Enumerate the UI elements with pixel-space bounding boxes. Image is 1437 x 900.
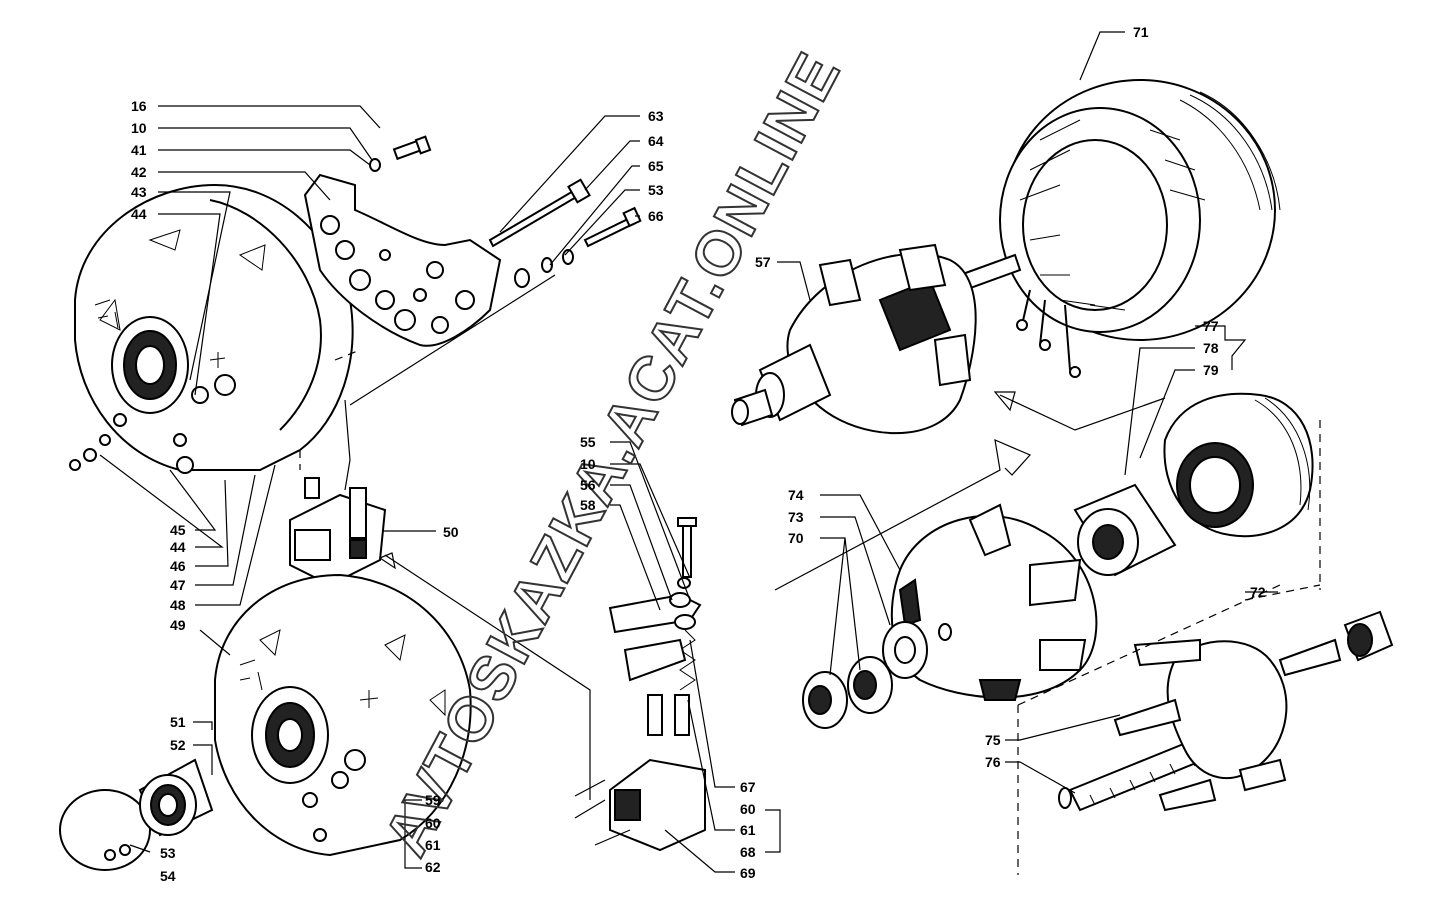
callout-52: 52 [170,737,186,753]
callout-76: 76 [985,754,1001,770]
callout-67: 67 [740,779,756,795]
callout-69: 69 [740,865,756,881]
callout-45: 45 [170,522,186,538]
callout-75: 75 [985,732,1001,748]
callout-63: 63 [648,108,664,124]
slip-ring-end-housing [214,573,472,857]
callout-16: 16 [131,98,147,114]
leader-lines [99,31,1278,873]
callout-46: 46 [170,558,186,574]
callout-10: 10 [131,120,147,136]
watermark-text: AVTOSKAZKA.ACAT.ONLINE [371,41,854,866]
callout-49: 49 [170,617,186,633]
housing-screws [69,434,111,471]
callout-56: 56 [580,477,596,493]
rotor-shaft-assembly [1058,610,1394,812]
callout-58: 58 [580,497,596,513]
callout-65: 65 [648,158,664,174]
callout-61b: 61 [425,837,441,853]
callout-72: 72 [1250,584,1266,600]
drive-end-housing [74,183,354,474]
spacer-sleeve [1073,483,1177,577]
voltage-regulator [289,477,387,587]
callout-59: 59 [425,792,441,808]
pulley [1163,392,1314,538]
spacer-rings [802,621,928,729]
construction-lines [299,349,1321,875]
callout-54: 54 [160,868,176,884]
callout-79: 79 [1203,362,1219,378]
rotor [731,243,1022,435]
callout-61: 61 [740,822,756,838]
through-bolts [488,178,642,288]
callout-60b: 60 [425,815,441,831]
callout-42: 42 [131,164,147,180]
bearing-cover [59,789,151,871]
ball-bearing [138,758,214,837]
bolt-16 [369,135,432,172]
callout-44b: 44 [170,539,186,555]
callout-66: 66 [648,208,664,224]
callout-60: 60 [740,801,756,817]
stator [999,79,1281,378]
claw-pole-assembly [890,503,1098,701]
callout-62: 62 [425,859,441,875]
callout-55: 55 [580,434,596,450]
callout-73: 73 [788,509,804,525]
callout-53b: 53 [648,182,664,198]
callout-labels: 16 10 41 42 43 44 45 44 46 47 48 49 50 5… [131,24,1266,884]
callout-10b: 10 [580,456,596,472]
callout-41: 41 [131,142,147,158]
callout-53: 53 [160,845,176,861]
callout-64: 64 [648,133,664,149]
callout-71: 71 [1133,24,1149,40]
callout-50: 50 [443,524,459,540]
callout-43: 43 [131,184,147,200]
callout-51: 51 [170,714,186,730]
callout-78: 78 [1203,340,1219,356]
callout-44: 44 [131,206,147,222]
callout-47: 47 [170,577,186,593]
callout-57: 57 [755,254,771,270]
callout-68: 68 [740,844,756,860]
rectifier-plate [303,173,502,347]
callout-70: 70 [788,530,804,546]
callout-77: 77 [1203,318,1219,334]
assembly-arrows [344,274,1166,800]
callout-74: 74 [788,487,804,503]
brush-holder [608,517,706,852]
callout-48: 48 [170,597,186,613]
